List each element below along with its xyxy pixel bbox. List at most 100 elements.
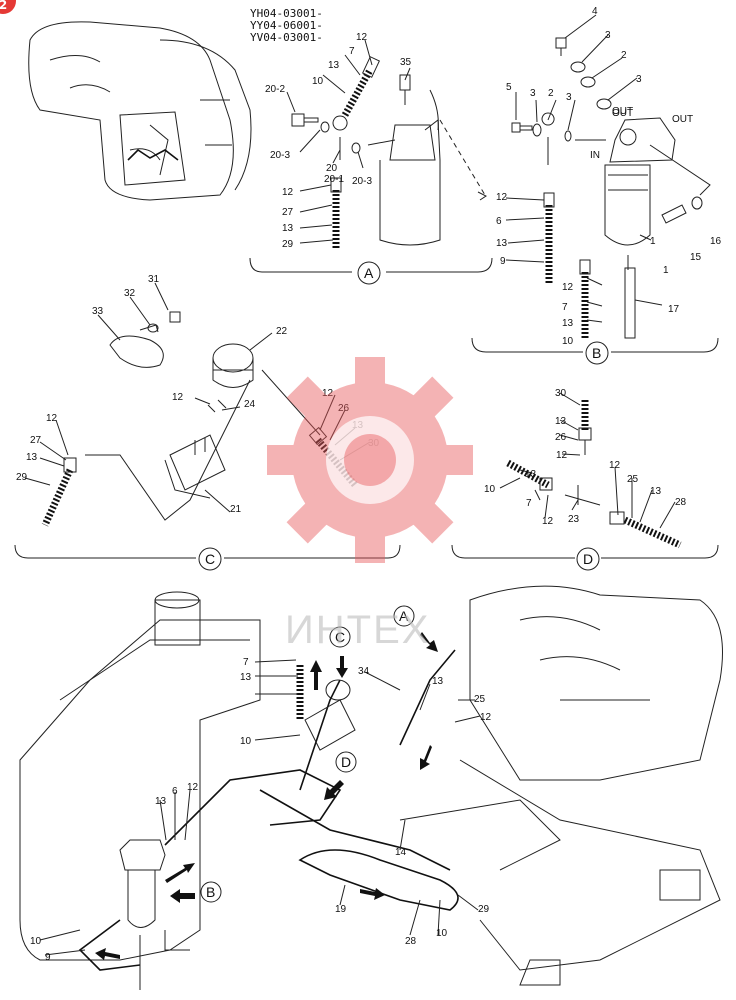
section-b-label: B [592, 345, 601, 361]
part-label: 20-1 [324, 174, 344, 185]
part-label: OUT [672, 114, 693, 125]
main-assembly-illustration [19, 585, 723, 990]
part-label: 9 [500, 256, 506, 267]
part-label: 6 [172, 786, 178, 797]
part-label: 24 [244, 399, 256, 410]
excavator-overview-illustration [28, 21, 252, 201]
part-label: 23 [568, 514, 580, 525]
part-label: 13 [496, 238, 508, 249]
part-label: 27 [282, 207, 294, 218]
part-label: 13 [155, 796, 167, 807]
part-label: 13 [240, 672, 252, 683]
part-label: 28 [675, 497, 687, 508]
part-label: 25 [474, 694, 486, 705]
section-d-circle [576, 547, 600, 571]
part-label: 10 [562, 336, 574, 347]
part-label: 16 [710, 236, 722, 247]
part-label: 29 [282, 239, 294, 250]
part-label: 10 [30, 936, 42, 947]
part-label: 15 [690, 252, 702, 263]
part-label: 34 [358, 666, 370, 677]
part-label: 7 [562, 302, 568, 313]
serial-line-2: YY04-06001- [250, 19, 323, 32]
part-label: 3 [605, 30, 611, 41]
part-label: 27 [30, 435, 42, 446]
part-label: 5 [506, 82, 512, 93]
serial-line-1: YH04-03001- [250, 7, 323, 20]
part-label: 19 [335, 904, 347, 915]
section-d-label: D [583, 551, 593, 567]
part-label: 9 [45, 952, 51, 963]
part-label: 10 [436, 928, 448, 939]
main-section-b-label: B [206, 884, 215, 900]
part-label: 12 [562, 282, 574, 293]
part-label: 12 [556, 450, 568, 461]
part-label: 10 [240, 736, 252, 747]
part-label: 12 [172, 392, 184, 403]
part-label: 32 [124, 288, 136, 299]
part-label: 26 [555, 432, 567, 443]
part-label: 12 [496, 192, 508, 203]
watermark-text: ИНТЕХ [285, 608, 431, 652]
part-label: 20-3 [270, 150, 290, 161]
part-label: 1 [650, 236, 656, 247]
section-b-circle [585, 341, 609, 365]
main-section-a-label: A [399, 608, 409, 624]
part-label: 31 [148, 274, 160, 285]
part-label: 29 [16, 472, 28, 483]
part-label: 13 [26, 452, 38, 463]
part-label: 13 [328, 60, 340, 71]
section-a-label: A [364, 265, 374, 281]
part-label: 12 [282, 187, 294, 198]
part-label: OUT [612, 108, 633, 119]
part-label: 7 [243, 657, 249, 668]
section-d-group: D [451, 392, 719, 571]
part-label: 21 [230, 504, 242, 515]
part-label: 3 [566, 92, 572, 103]
section-b-group: B [471, 14, 719, 365]
part-label: 13 [555, 416, 567, 427]
part-label: 12 [46, 413, 58, 424]
part-label: 28 [405, 936, 417, 947]
part-label: 7 [349, 46, 355, 57]
part-label: 22 [276, 326, 288, 337]
part-label: 13 [650, 486, 662, 497]
part-label: 26 [338, 403, 350, 414]
part-label: 10 [484, 484, 496, 495]
part-label: 17 [668, 304, 680, 315]
serial-line-3: YV04-03001- [250, 31, 323, 44]
part-label: 29 [478, 904, 490, 915]
part-label: 13 [525, 469, 537, 480]
part-label: 3 [636, 74, 642, 85]
part-label: 12 [542, 516, 554, 527]
section-c-label: C [205, 551, 215, 567]
part-label: 20 [326, 163, 338, 174]
part-label: 12 [187, 782, 199, 793]
section-b-part-labels: 4 3 2 3 5 3 2 3 1 OUT IN 12 6 13 9 15 16… [496, 6, 722, 347]
part-label: 13 [432, 676, 444, 687]
part-label: 13 [282, 223, 294, 234]
section-d-part-labels: 30 13 26 12 12 25 13 10 13 7 12 23 28 [484, 388, 687, 527]
part-label: 10 [312, 76, 324, 87]
part-label: 20-3 [352, 176, 372, 187]
section-a-group: A [249, 39, 493, 285]
filter-port-out-label: OUT [612, 106, 634, 117]
part-label: 12 [356, 32, 368, 43]
main-section-d-label: D [341, 754, 351, 770]
part-label: 30 [555, 388, 567, 399]
part-label: 12 [609, 460, 621, 471]
part-label: 35 [400, 57, 412, 68]
part-label: 2 [621, 50, 627, 61]
part-label: 20-2 [265, 84, 285, 95]
part-label: 1 [663, 265, 669, 276]
part-label: 13 [562, 318, 574, 329]
part-label: 3 [530, 88, 536, 99]
section-a-part-labels: 12 7 35 13 10 20-2 20-3 20 20-1 20-3 12 … [265, 32, 412, 250]
section-c-circle [198, 547, 222, 571]
part-label: 14 [395, 847, 407, 858]
main-section-c-label: C [335, 629, 345, 645]
part-label: 12 [322, 388, 334, 399]
part-label: 2 [548, 88, 554, 99]
part-label: IN [590, 150, 600, 161]
